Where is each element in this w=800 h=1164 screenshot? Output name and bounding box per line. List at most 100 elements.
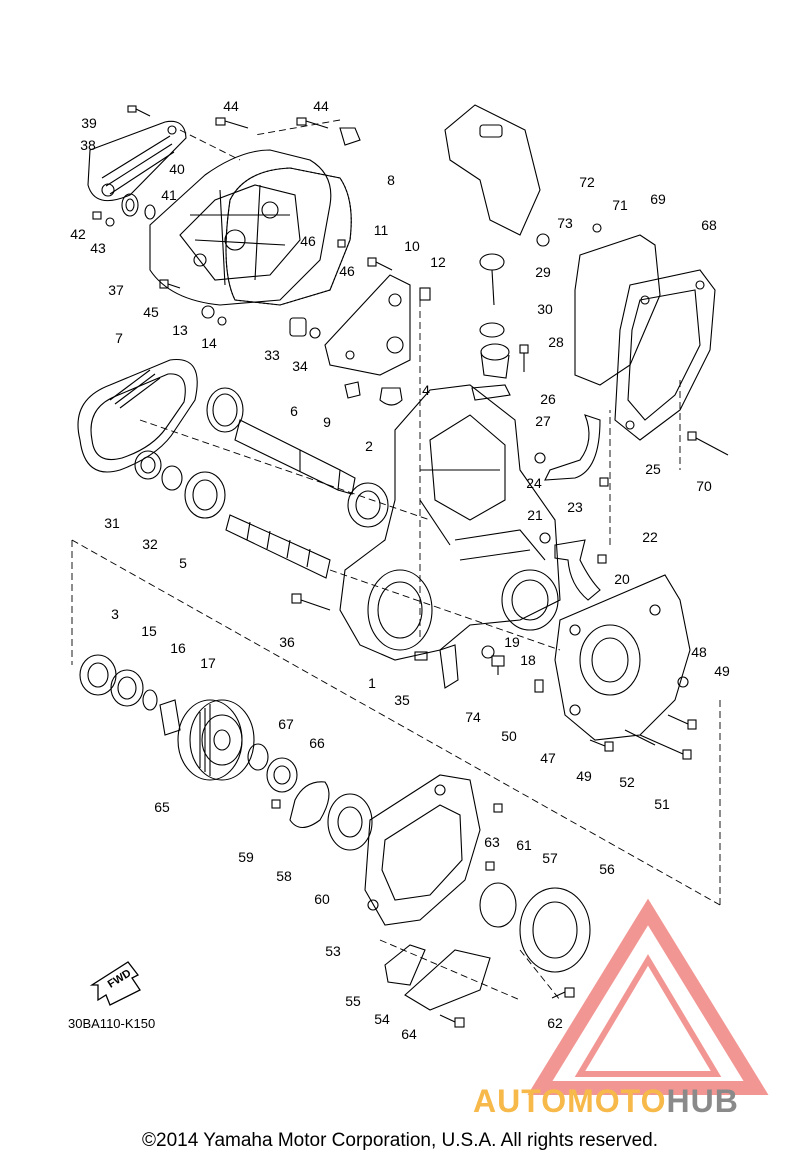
callout-label: 65 — [154, 799, 170, 815]
part-53-cover — [364, 774, 481, 926]
part-63-bolt — [493, 803, 503, 813]
part-58-plate — [289, 781, 330, 829]
part-30-oring — [479, 322, 505, 338]
callout-label: 58 — [276, 868, 292, 884]
callout-label: 31 — [104, 515, 120, 531]
callout-label: 11 — [373, 222, 389, 238]
part-73-screw — [536, 233, 550, 247]
part-55-guard — [384, 944, 426, 986]
part-51-52-bolts — [624, 729, 692, 760]
callout-label: 27 — [535, 413, 551, 429]
callout-label: 70 — [696, 478, 712, 494]
callout-label: 13 — [172, 322, 188, 338]
part-64-bolt — [439, 1014, 465, 1028]
callout-label: 24 — [526, 475, 542, 491]
callout-label: 39 — [81, 115, 97, 131]
part-36-bolt — [291, 593, 331, 611]
part-24-clamp — [534, 452, 546, 464]
callout-label: 21 — [527, 507, 543, 523]
callout-label: 54 — [374, 1011, 390, 1027]
callout-label: 3 — [111, 606, 119, 622]
part-68-cover — [614, 269, 716, 441]
callout-label: 46 — [300, 233, 316, 249]
callout-label: 22 — [642, 529, 658, 545]
part-6-shaft — [206, 387, 356, 495]
callout-label: 49 — [714, 663, 730, 679]
callout-label: 1 — [368, 675, 376, 691]
callout-label: 60 — [314, 891, 330, 907]
part-16-oring — [142, 689, 158, 711]
callout-label: 7 — [115, 330, 123, 346]
callout-label: 50 — [501, 728, 517, 744]
callout-label: 67 — [278, 716, 294, 732]
part-71-pin — [592, 223, 602, 233]
callout-label: 53 — [325, 943, 341, 959]
part-54-guard — [404, 949, 491, 1011]
part-22-screw — [597, 554, 607, 564]
callout-label: 72 — [579, 174, 595, 190]
part-10-bracket — [324, 274, 411, 376]
callout-label: 35 — [394, 692, 410, 708]
callout-label: 44 — [313, 98, 329, 114]
part-26-filler-neck — [480, 343, 510, 379]
callout-label: 49 — [576, 768, 592, 784]
callout-label: 15 — [141, 623, 157, 639]
callout-label: 5 — [179, 555, 187, 571]
part-70-bolt — [687, 431, 729, 456]
callout-label: 14 — [201, 335, 217, 351]
part-66-nut — [266, 757, 298, 793]
part-67-washer — [247, 743, 269, 771]
callout-label: 40 — [169, 161, 185, 177]
callout-label: 44 — [223, 98, 239, 114]
part-41-circlip — [144, 204, 156, 220]
part-27-gasket — [471, 384, 511, 401]
callout-label: 56 — [599, 861, 615, 877]
part-2-bearing — [347, 482, 389, 528]
callout-label: 55 — [345, 993, 361, 1009]
fwd-arrow-icon — [89, 961, 141, 1006]
callout-label: 45 — [143, 304, 159, 320]
callout-label: 41 — [161, 187, 177, 203]
part-65-pulley — [177, 699, 255, 781]
callout-label: 30 — [537, 301, 553, 317]
callout-label: 51 — [654, 796, 670, 812]
part-56-cover — [519, 887, 591, 973]
part-splined-shaft — [225, 514, 331, 579]
part-44-bolts — [215, 117, 361, 146]
part-12-pin — [419, 287, 431, 301]
callout-label: 61 — [516, 837, 532, 853]
watermark-part2: MOTO — [567, 1083, 667, 1119]
copyright-notice: ©2014 Yamaha Motor Corporation, U.S.A. A… — [142, 1130, 658, 1151]
part-29-dipstick — [479, 253, 505, 306]
diagram-code: 30BA110-K150 — [68, 1016, 156, 1031]
callout-label: 18 — [520, 652, 536, 668]
callout-label: 48 — [691, 644, 707, 660]
callout-label: 12 — [430, 254, 446, 270]
callout-label: 16 — [170, 640, 186, 656]
callout-label: 64 — [401, 1026, 417, 1042]
part-32-washer — [161, 465, 183, 491]
part-62-screw — [551, 987, 575, 999]
callout-label: 33 — [264, 347, 280, 363]
part-61-bolt — [485, 861, 495, 871]
part-49-bolts — [589, 714, 697, 752]
callout-label: 20 — [614, 571, 630, 587]
part-50-pin — [534, 679, 544, 693]
callout-label: 2 — [365, 438, 373, 454]
callout-label: 71 — [612, 197, 628, 213]
part-60-rotor — [327, 793, 373, 851]
callout-label: 36 — [279, 634, 295, 650]
part-31-nut — [134, 450, 162, 480]
callout-label: 8 — [387, 172, 395, 188]
part-17-collar — [159, 699, 181, 736]
callout-label: 28 — [548, 334, 564, 350]
callout-label: 59 — [238, 849, 254, 865]
callout-label: 4 — [422, 382, 430, 398]
part-69-gasket — [574, 234, 661, 386]
callout-label: 68 — [701, 217, 717, 233]
part-34-washer — [309, 327, 321, 339]
callout-label: 29 — [535, 264, 551, 280]
part-37-crankcase-cover — [149, 149, 332, 306]
callout-label: 69 — [650, 191, 666, 207]
callout-label: 63 — [484, 834, 500, 850]
